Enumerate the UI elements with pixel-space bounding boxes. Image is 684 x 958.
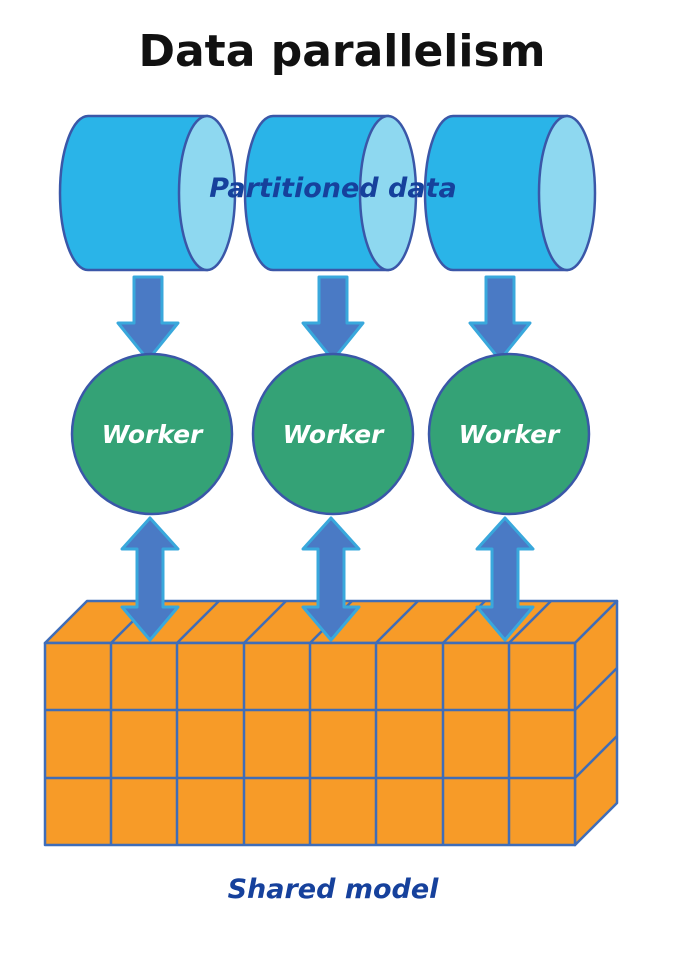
worker-label: Worker	[102, 420, 204, 449]
down-arrow-icon	[116, 275, 180, 362]
double-arrow-icon	[475, 516, 535, 642]
workers: Worker Worker Worker	[70, 352, 591, 516]
diagram-title: Data parallelism	[138, 26, 545, 77]
data-cylinder	[243, 114, 418, 272]
cylinder-body	[58, 114, 209, 272]
cylinder-body	[423, 114, 569, 272]
double-arrow-icon	[301, 516, 361, 642]
partitioned-data-cylinders: Partitioned data	[58, 114, 597, 272]
grid-line	[243, 600, 287, 644]
bidirectional-arrows	[120, 516, 535, 642]
cylinder-end	[537, 114, 597, 272]
partitioned-data-label: Partitioned data	[209, 173, 456, 204]
cylinder-end	[177, 114, 237, 272]
worker-circle	[251, 352, 415, 516]
data-cylinder	[58, 114, 237, 272]
grid-line	[574, 735, 618, 779]
data-cylinder	[423, 114, 597, 272]
worker-label: Worker	[283, 420, 385, 449]
shared-model-label: Shared model	[228, 874, 440, 905]
down-arrow-icon	[468, 275, 532, 362]
grid-line	[574, 667, 618, 711]
worker-circle	[70, 352, 234, 516]
shared-model-block	[43, 599, 619, 847]
worker-circle	[427, 352, 591, 516]
worker-label: Worker	[459, 420, 561, 449]
down-arrows	[116, 275, 532, 362]
down-arrow-icon	[301, 275, 365, 362]
double-arrow-icon	[120, 516, 180, 642]
grid-line	[508, 600, 552, 644]
worker-node: Worker	[70, 352, 234, 516]
grid-line	[375, 600, 419, 644]
cylinder-end	[358, 114, 418, 272]
block-right-face	[573, 599, 619, 847]
cylinder-body	[243, 114, 390, 272]
grid-line	[176, 600, 220, 644]
worker-node: Worker	[251, 352, 415, 516]
worker-node: Worker	[427, 352, 591, 516]
